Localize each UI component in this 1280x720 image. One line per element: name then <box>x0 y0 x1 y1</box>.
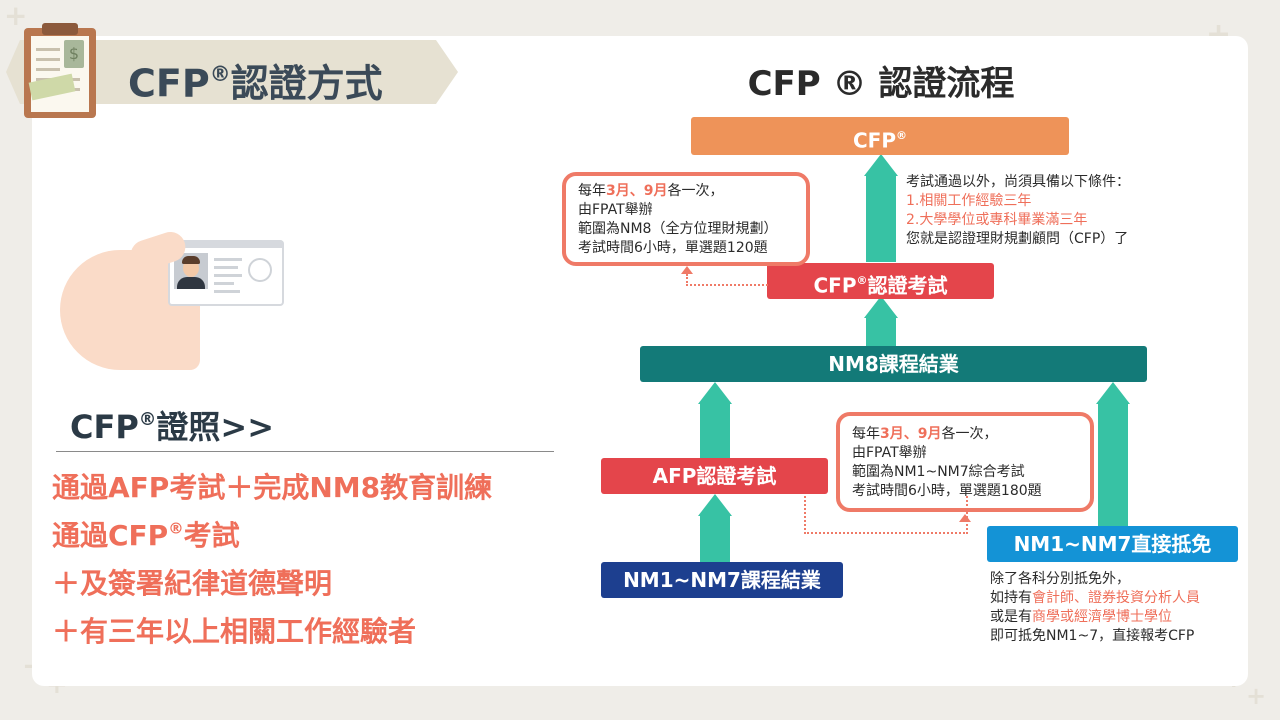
connector-arrow-icon <box>959 514 971 522</box>
afp-exam-note: 每年3月、9月各一次， 由FPAT舉辦 範圍為NM1~NM7綜合考試 考試時間6… <box>836 412 1094 512</box>
nm1-nm7-exempt-box: NM1~NM7直接抵免 <box>987 526 1238 562</box>
arrow-up-icon <box>1098 404 1128 526</box>
connector-arrow-icon <box>681 266 693 274</box>
arrow-up-icon <box>866 318 896 346</box>
arrow-up-icon <box>700 516 730 562</box>
decor-plus: + <box>4 0 28 32</box>
page-title: CFP®認證方式 <box>128 61 383 106</box>
dotted-connector <box>686 274 768 286</box>
certificate-heading: CFP®證照>> <box>70 408 275 446</box>
requirement-item: ＋及簽署紀律道德聲明 <box>52 567 333 600</box>
cfp-conditions: 考試通過以外，尚須具備以下條件： 1.相關工作經驗三年 2.大學學位或專科畢業滿… <box>906 174 1130 247</box>
cfp-exam-box: CFP®認證考試 <box>767 263 994 299</box>
requirement-item: ＋有三年以上相關工作經驗者 <box>52 615 417 648</box>
requirement-item: 通過CFP®考試 <box>52 519 240 552</box>
cfp-exam-note: 每年3月、9月各一次， 由FPAT舉辦 範圍為NM8（全方位理財規劃） 考試時間… <box>562 172 810 266</box>
dotted-connector <box>804 496 968 534</box>
nm8-box: NM8課程結業 <box>640 346 1147 382</box>
cfp-box: CFP® <box>691 117 1069 155</box>
arrow-up-icon <box>866 176 896 262</box>
exempt-conditions: 除了各科分別抵免外， 如持有會計師、證券投資分析人員 或是有商學或經濟學博士學位… <box>990 571 1200 644</box>
requirement-item: 通過AFP考試＋完成NM8教育訓練 <box>52 471 493 504</box>
arrow-up-icon <box>700 404 730 458</box>
flow-title: CFP ® 認證流程 <box>747 64 1015 104</box>
nm1-nm7-course-box: NM1~NM7課程結業 <box>601 562 843 598</box>
decor-plus: + <box>1246 682 1267 710</box>
divider <box>56 451 554 452</box>
afp-exam-box: AFP認證考試 <box>601 458 828 494</box>
